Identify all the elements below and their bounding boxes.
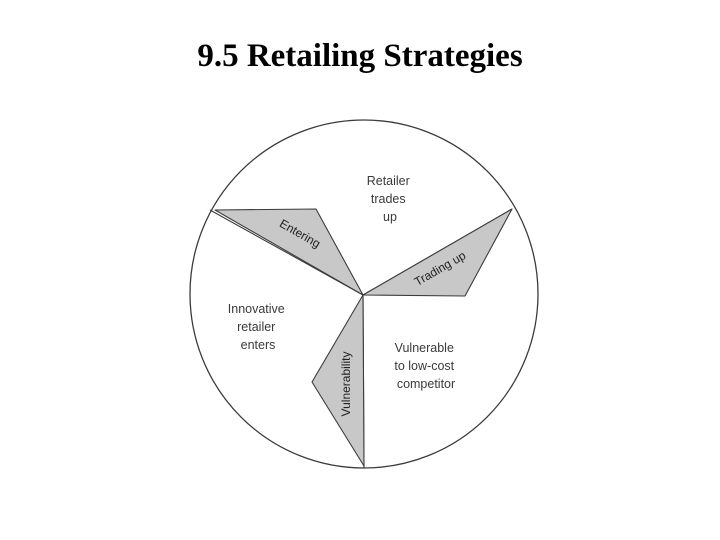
region-left-line: Innovative	[228, 302, 285, 316]
region-top-line: trades	[371, 192, 406, 206]
region-left-line: enters	[241, 338, 276, 352]
region-right-line: competitor	[397, 377, 455, 391]
region-left-label: Innovative retailer enters	[228, 302, 288, 352]
region-right-line: to low-cost	[394, 359, 454, 373]
slide-title: 9.5 Retailing Strategies	[197, 38, 523, 74]
region-right-label: Vulnerable to low-cost competitor	[394, 341, 457, 391]
entering-blade	[214, 208, 364, 296]
vulnerability-blade	[311, 294, 365, 467]
region-top-line: Retailer	[367, 174, 410, 188]
region-top-line: up	[383, 210, 397, 224]
region-right-line: Vulnerable	[395, 341, 454, 355]
trading-up-blade	[362, 208, 513, 297]
region-top-label: Retailer trades up	[367, 174, 414, 224]
vulnerability-blade-label: Vulnerability	[339, 352, 353, 417]
region-left-line: retailer	[237, 320, 275, 334]
